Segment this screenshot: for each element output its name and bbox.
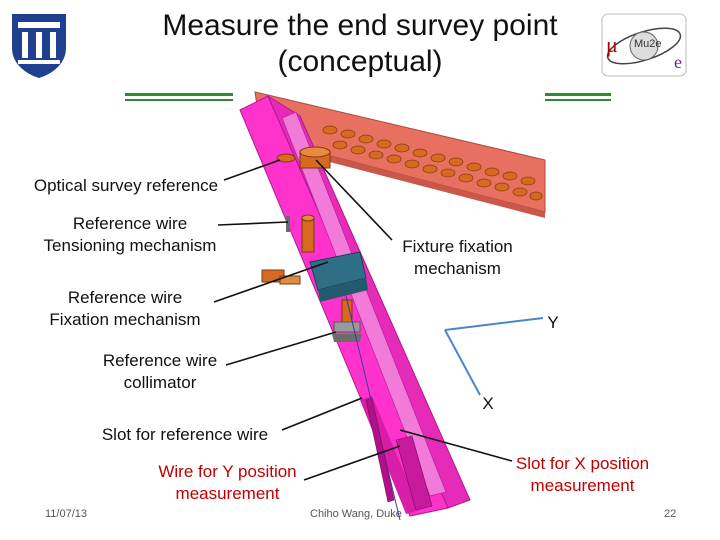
label-tensioning-line2: Tensioning mechanism [43, 236, 217, 255]
label-collimator-line1: Reference wire [102, 351, 218, 370]
fixation-mechanism-part [261, 251, 368, 302]
mu2e-orbit-icon: μ e [601, 13, 687, 77]
mu2e-logo: μ e Mu2e [598, 10, 690, 80]
label-optical-survey-reference-text: Optical survey reference [33, 176, 219, 195]
label-collimator-line2: collimator [123, 373, 197, 392]
mu2e-logo-text: Mu2e [634, 38, 662, 50]
collimator-part [332, 299, 362, 342]
header-rule-right [545, 93, 611, 101]
label-slot-reference-wire-text: Slot for reference wire [101, 425, 269, 444]
duke-shield-logo [12, 14, 66, 78]
label-fixation-line1: Reference wire [67, 288, 183, 307]
axis-label-y: Y [545, 312, 561, 334]
label-wire-for-y-position: Wire for Y position measurement [140, 461, 315, 505]
label-reference-wire-fixation: Reference wire Fixation mechanism [35, 287, 215, 331]
label-slot-x-line2: measurement [530, 476, 635, 495]
footer-date: 11/07/13 [45, 508, 88, 520]
label-fixture-fixation-line1: Fixture fixation [402, 237, 513, 256]
footer-author: Chiho Wang, Duke [310, 508, 402, 520]
label-fixture-fixation: Fixture fixation mechanism [385, 236, 530, 280]
header-rule-left [125, 93, 233, 101]
axis-label-x-text: X [482, 394, 494, 413]
x-position-slot [395, 435, 433, 511]
label-fixture-fixation-line2: mechanism [414, 259, 501, 278]
slide-title-line2: (conceptual) [277, 45, 443, 78]
label-reference-wire-tensioning: Reference wire Tensioning mechanism [40, 213, 220, 257]
slide-title-line1: Measure the end survey point [162, 9, 558, 42]
axis-label-y-text: Y [547, 313, 559, 332]
label-tensioning-line1: Reference wire [72, 214, 188, 233]
svg-text:μ: μ [606, 32, 618, 57]
label-slot-for-reference-wire: Slot for reference wire [80, 424, 290, 446]
optical-survey-reference-part [276, 146, 331, 169]
svg-text:e: e [674, 52, 682, 72]
reference-wire-slot [365, 397, 395, 503]
label-reference-wire-collimator: Reference wire collimator [75, 350, 245, 394]
footer-page-number: 22 [664, 508, 677, 520]
label-slot-x-line1: Slot for X position [515, 454, 650, 473]
axis-label-x: X [480, 393, 496, 415]
tensioning-mechanism-part [286, 214, 315, 253]
label-wire-y-line2: measurement [175, 484, 280, 503]
label-slot-for-x-position: Slot for X position measurement [500, 453, 665, 497]
rail-holes [322, 125, 543, 201]
label-wire-y-line1: Wire for Y position [158, 462, 297, 481]
axis-indicator [444, 317, 544, 396]
label-fixation-line2: Fixation mechanism [49, 310, 201, 329]
slide-title: Measure the end survey point (conceptual… [110, 8, 610, 80]
leader-lines [213, 159, 513, 481]
label-optical-survey-reference: Optical survey reference [22, 175, 230, 197]
